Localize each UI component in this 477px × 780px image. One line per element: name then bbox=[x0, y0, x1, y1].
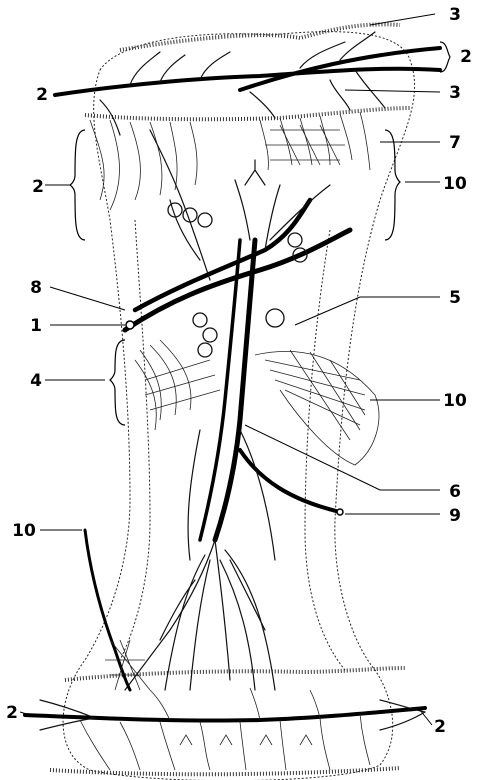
periosteal-network-mid bbox=[135, 309, 284, 430]
label-10-right-upper: 10 bbox=[443, 174, 467, 194]
label-9: 9 bbox=[449, 506, 461, 526]
metaphyseal-network-upper bbox=[90, 112, 370, 210]
nutrient-artery bbox=[125, 200, 350, 540]
epiphyseal-network-lower bbox=[80, 688, 370, 770]
label-1: 1 bbox=[30, 316, 42, 336]
epiphyseal-artery-upper bbox=[55, 48, 440, 95]
nutrient-artery-end bbox=[126, 321, 134, 329]
label-2-bottom-left: 2 bbox=[6, 703, 18, 723]
label-3-mid: 3 bbox=[449, 83, 461, 103]
label-2-top-right: 2 bbox=[460, 47, 472, 67]
label-3-top: 3 bbox=[449, 5, 461, 25]
number-labels: 3 2 2 3 7 2 10 8 5 1 4 10 6 9 10 2 2 bbox=[6, 5, 472, 737]
muscle-network-right bbox=[255, 350, 379, 465]
metaphyseal-artery-lower-left bbox=[85, 530, 150, 690]
growth-plate-upper bbox=[85, 24, 410, 119]
label-10-left-lower: 10 bbox=[12, 521, 36, 541]
label-2-left: 2 bbox=[32, 177, 44, 197]
leader-lines bbox=[20, 14, 440, 725]
label-2-top-left: 2 bbox=[36, 85, 48, 105]
branch-end bbox=[337, 509, 343, 515]
label-10-right-mid: 10 bbox=[443, 391, 467, 411]
label-7: 7 bbox=[449, 133, 461, 153]
label-5: 5 bbox=[449, 288, 461, 308]
braces bbox=[70, 42, 450, 425]
label-6: 6 bbox=[449, 482, 461, 502]
label-8: 8 bbox=[30, 278, 42, 298]
label-2-bottom-right: 2 bbox=[434, 717, 446, 737]
label-4: 4 bbox=[30, 371, 42, 391]
epiphyseal-artery-lower bbox=[25, 700, 425, 730]
